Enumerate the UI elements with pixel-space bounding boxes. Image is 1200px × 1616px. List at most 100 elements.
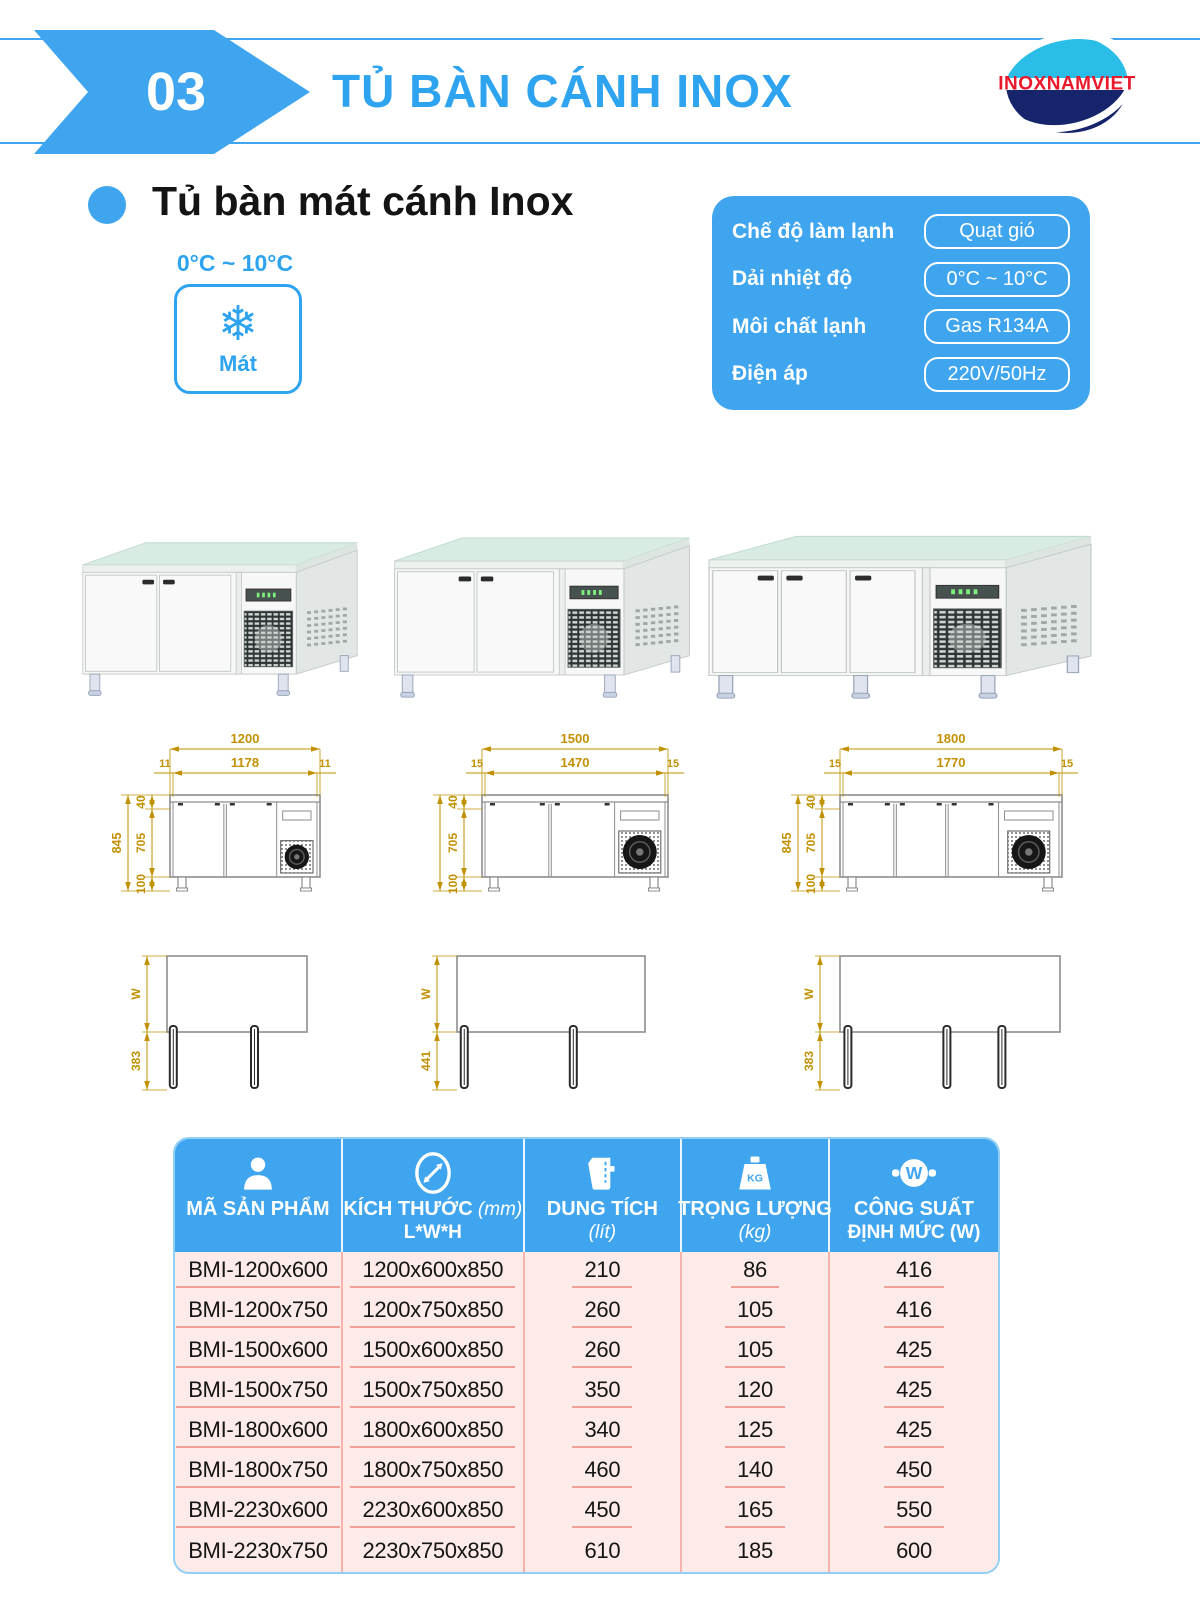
spec-value-pill: 0°C ~ 10°C [924,261,1070,297]
front-drawing: 1200 1178 11 11 40 705 100 845 [110,727,346,914]
svg-text:11: 11 [159,758,171,770]
table-cell: 105 [682,1332,831,1372]
brand-logo-text: INOXNAMVIET [998,74,1135,95]
table-cell: 260 [525,1292,682,1332]
svg-text:705: 705 [804,833,818,853]
product-illustration [383,509,701,707]
table-cell: BMI-1500x600 [175,1332,343,1372]
section-title: Tủ bàn mát cánh Inox [152,178,574,224]
svg-text:11: 11 [319,758,331,770]
table-cell: 600 [896,1538,932,1563]
table-header-title: KÍCH THƯỚC (mm) [343,1198,523,1220]
table-header-subtitle: ĐỊNH MỨC (W) [847,1222,981,1243]
svg-text:15: 15 [667,758,679,770]
svg-text:40: 40 [804,795,818,809]
svg-text:1800: 1800 [937,731,966,746]
snowflake-icon: ❄ [217,298,259,351]
table-cell: 165 [682,1492,831,1532]
plan-drawing: W 383 [782,946,1076,1103]
table-cell: BMI-2230x750 [175,1532,343,1572]
table-cell: 550 [830,1492,998,1532]
table-cell: BMI-1500x750 [175,1372,343,1412]
weight-icon: KG [734,1151,776,1195]
spec-value-pill: 220V/50Hz [924,356,1070,392]
svg-text:383: 383 [802,1051,816,1071]
svg-text:40: 40 [446,795,460,809]
table-cell: BMI-2230x600 [175,1492,343,1532]
page-title: TỦ BÀN CÁNH INOX [332,65,793,117]
table-cell: 1200x600x850 [343,1252,525,1292]
table-cell: 1800x750x850 [343,1452,525,1492]
svg-text:W: W [802,988,816,1000]
spec-table: MÃ SẢN PHẨM KÍCH THƯỚC (mm)L*W*H DUNG TÍCH… [173,1137,1000,1574]
table-cell: 210 [525,1252,682,1292]
table-header-cell: DUNG TÍCH(lít) [525,1139,682,1252]
svg-text:1200: 1200 [231,731,260,746]
table-header-subtitle: (lít) [588,1222,617,1243]
table-cell: 416 [830,1252,998,1292]
table-header-title: CÔNG SUẤT [854,1198,975,1220]
svg-text:15: 15 [471,758,483,770]
svg-text:705: 705 [134,833,148,853]
table-cell: 2230x600x850 [343,1492,525,1532]
table-cell: 610 [525,1532,682,1572]
table-cell: 1800x600x850 [343,1412,525,1452]
svg-text:1178: 1178 [231,755,259,770]
table-cell: 416 [830,1292,998,1332]
svg-text:1470: 1470 [561,755,590,770]
table-cell: 1200x750x850 [343,1292,525,1332]
table-cell: 425 [830,1372,998,1412]
svg-text:W: W [419,988,433,1000]
table-cell: 1500x750x850 [343,1372,525,1412]
dimensions-icon [413,1151,453,1195]
spec-label: Chế độ làm lạnh [732,219,895,243]
svg-text:W: W [906,1163,923,1183]
svg-text:705: 705 [446,833,460,853]
power-icon: W [892,1151,937,1195]
svg-text:100: 100 [446,874,460,894]
capacity-icon [584,1151,620,1195]
table-cell: BMI-1800x600 [175,1412,343,1452]
svg-text:15: 15 [1061,758,1073,770]
svg-text:KG: KG [747,1172,763,1184]
svg-text:845: 845 [782,833,794,854]
section-bullet-icon [88,186,126,224]
svg-text:383: 383 [129,1051,143,1071]
table-cell: 185 [682,1532,831,1572]
svg-text:100: 100 [804,874,818,894]
temp-range-label: 0°C ~ 10°C [176,250,294,276]
table-header-cell: MÃ SẢN PHẨM [175,1139,343,1252]
svg-text:1500: 1500 [561,731,590,746]
section-number: 03 [146,62,206,122]
table-cell: BMI-1200x750 [175,1292,343,1332]
spec-label: Điện áp [732,362,808,386]
product-illustration [694,507,1106,708]
person-icon [241,1151,275,1195]
table-cell: 125 [682,1412,831,1452]
svg-text:40: 40 [134,795,148,809]
table-cell: 460 [525,1452,682,1492]
svg-text:845: 845 [112,833,124,854]
table-cell: 86 [682,1252,831,1292]
table-cell: 105 [682,1292,831,1332]
table-cell: 260 [525,1332,682,1372]
svg-text:100: 100 [134,874,148,894]
table-header-title: MÃ SẢN PHẨM [186,1198,330,1220]
table-header-title: TRỌNG LƯỢNG [678,1198,832,1220]
section-number-chevron: 03 [34,30,310,154]
table-header-subtitle: L*W*H [403,1222,462,1243]
spec-table-header: MÃ SẢN PHẨM KÍCH THƯỚC (mm)L*W*H DUNG TÍCH… [175,1139,998,1252]
